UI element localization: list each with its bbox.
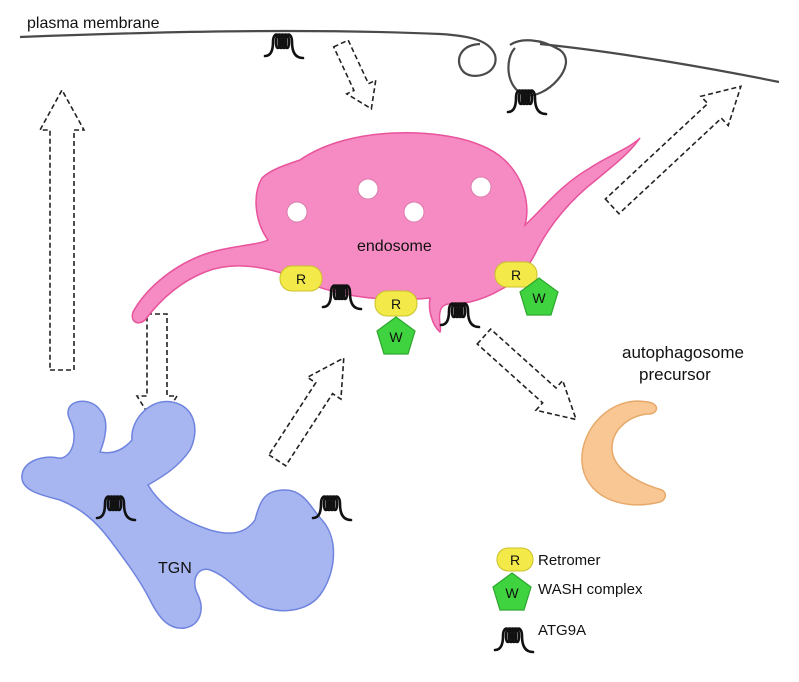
- tgn: [21, 400, 335, 629]
- svg-text:W: W: [505, 585, 519, 601]
- legend: R Retromer W WASH complex ATG9A: [492, 547, 643, 654]
- legend-wash-icon: W: [492, 572, 532, 611]
- autophagosome-label-line1: autophagosome: [622, 343, 744, 362]
- endosome: [131, 131, 641, 334]
- retromer-badge-icon: R: [494, 261, 538, 288]
- arrow-pm-to-endosome: [332, 39, 377, 111]
- plasma-membrane-label: plasma membrane: [27, 15, 160, 32]
- vesicle: [286, 201, 308, 223]
- vesicle: [357, 178, 379, 200]
- autophagosome-precursor: [581, 400, 667, 506]
- legend-wash-label: WASH complex: [538, 581, 643, 598]
- endosome-label: endosome: [357, 238, 432, 255]
- arrow-tgn-to-pm: [38, 88, 86, 371]
- legend-atg9a-label: ATG9A: [538, 622, 586, 639]
- svg-text:W: W: [532, 290, 546, 306]
- atg9a-coil-icon: [263, 33, 305, 60]
- arrow-tgn-to-endosome: [267, 356, 345, 467]
- arrow-endosome-to-autophagosome: [476, 327, 578, 421]
- atg9a-coil-icon: [311, 495, 353, 522]
- legend-retromer-icon: R: [496, 547, 534, 572]
- legend-retromer-label: Retromer: [538, 552, 601, 569]
- wash-pentagon-icon: W: [376, 316, 416, 355]
- vesicle: [403, 201, 425, 223]
- wash-pentagon-icon: W: [519, 277, 559, 316]
- svg-text:W: W: [389, 329, 403, 345]
- plasma-membrane: [19, 29, 780, 97]
- arrow-endosome-to-pm: [604, 85, 743, 215]
- svg-text:R: R: [510, 552, 520, 568]
- vesicle: [470, 176, 492, 198]
- atg9a-coil-icon: [439, 302, 481, 329]
- autophagosome-label-line2: precursor: [639, 365, 711, 384]
- tgn-label: TGN: [158, 560, 192, 577]
- svg-text:R: R: [296, 271, 306, 287]
- legend-atg9a-icon: [493, 627, 535, 654]
- retromer-badge-icon: R: [279, 265, 323, 292]
- svg-text:R: R: [511, 267, 521, 283]
- svg-text:R: R: [391, 296, 401, 312]
- retromer-badge-icon: R: [374, 290, 418, 317]
